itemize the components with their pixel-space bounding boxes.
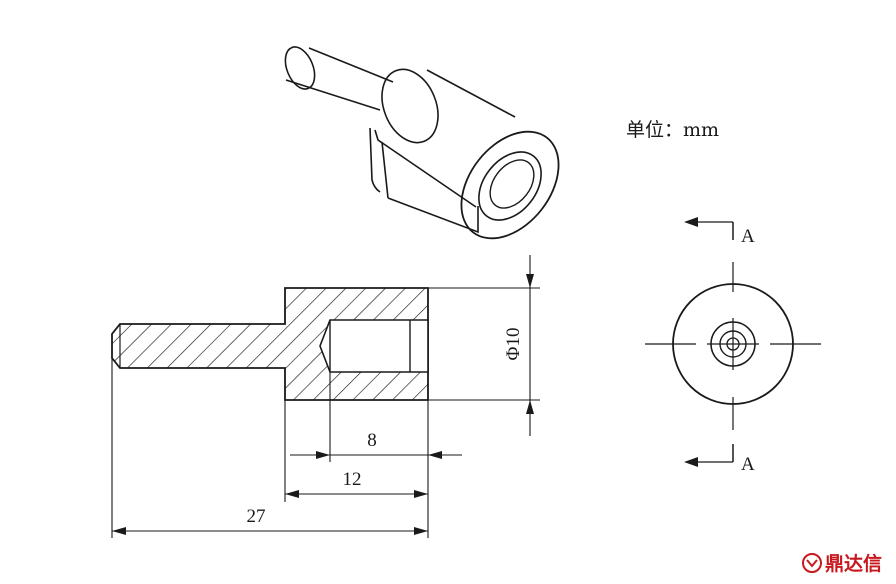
section-view [111, 287, 429, 401]
length-dimensions: 8 12 27 [111, 358, 462, 538]
brand-watermark: 鼎达信 [801, 549, 882, 576]
end-view: A A [645, 217, 821, 475]
isometric-view [284, 46, 560, 240]
section-label-top: A [741, 226, 755, 247]
diameter-label: Φ10 [503, 328, 524, 361]
bore-depth-label: 8 [367, 430, 377, 451]
unit-label: 单位：mm [626, 119, 719, 141]
section-label-bottom: A [741, 454, 755, 475]
total-length-label: 27 [247, 506, 266, 527]
brand-name: 鼎达信 [824, 553, 882, 575]
head-length-label: 12 [343, 469, 362, 490]
brand-logo-icon [801, 552, 822, 573]
diameter-dimension: Φ10 [428, 255, 540, 436]
